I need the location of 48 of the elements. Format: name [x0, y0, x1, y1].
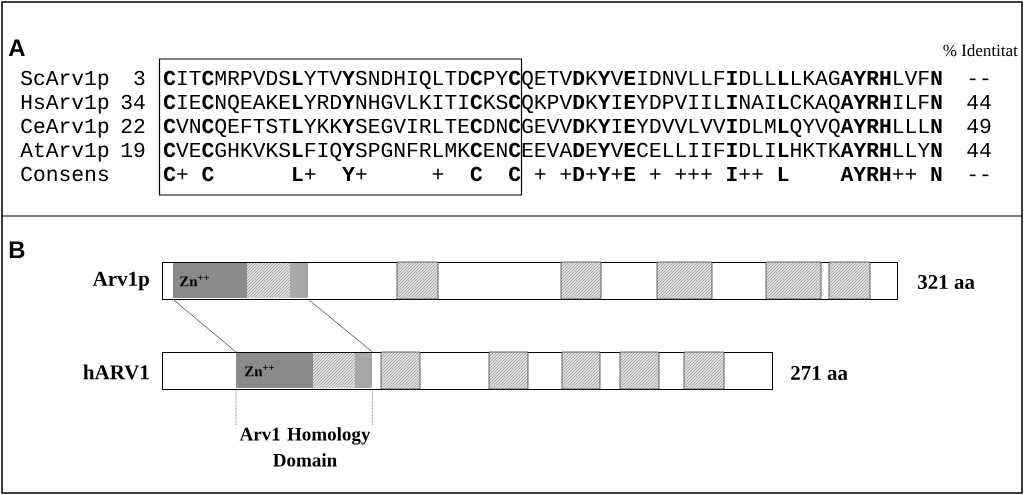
sequence-name: Consens — [21, 166, 108, 182]
sequence-text: CITCMRPVDSLYTVYSNDHIQLTDCPYCQETVDKYVEIDNVLLFIDLLLLKAGAYRHLVFN — [164, 70, 942, 90]
length-label: 321 aa — [918, 274, 975, 290]
identity-value: 49 — [967, 118, 991, 134]
identity-value: 44 — [967, 94, 991, 109]
leader-line — [235, 389, 237, 426]
sequence-name: AtArv1p — [20, 142, 109, 162]
consensus-residue: C — [470, 166, 483, 182]
panel-letter: A — [8, 39, 25, 56]
consensus-residue: + — [432, 168, 444, 180]
leader-line — [372, 389, 373, 426]
zinc-domain — [236, 353, 355, 388]
domain-caption: Arv1 Homology Domain — [239, 427, 371, 467]
zinc-domain: Zn$^{++}$ — [244, 353, 372, 388]
identity-value: -- — [969, 78, 989, 81]
consensus-residue: + — [650, 168, 661, 180]
sequence-text: CVECGHKVKSLFIQYSPGNFRLMKCENCEEVADEYVECELLIIFIDLILHKTKAYRHLLYN — [164, 142, 942, 162]
residue-number: 3 — [134, 70, 145, 86]
protein-name: Arv1p — [92, 271, 149, 291]
sequence-name: ScArv1p — [21, 70, 109, 90]
sequence-name: CeArv1p — [21, 118, 109, 138]
consensus-residue: Y+ — [342, 166, 367, 181]
consensus-residue: L — [778, 166, 789, 181]
identity-value: -- — [969, 174, 989, 177]
consensus-residue: N — [931, 166, 942, 181]
sequence-text: CIECNQEAKELYRDYNHGVLKITICKSCQKPVDKYIEYDPVIILINAILCKAQAYRHILFN — [164, 94, 942, 114]
consensus-residue: C+ — [164, 166, 188, 182]
zinc-domain — [173, 263, 290, 298]
sequence-text: CVNCQEFTSTLYKKYSEGVIRLTECDNCGEVVDKYIEYDVVLVVIDLMLQYVQAYRHLLLN — [164, 118, 942, 138]
residue-number: 22 — [121, 118, 145, 133]
identity-value: 44 — [967, 142, 991, 157]
consensus-residue: C — [202, 166, 214, 182]
consensus-residue: +++ — [675, 168, 712, 180]
residue-number: 34 — [121, 94, 145, 110]
sequence-name: HsArv1p — [21, 94, 109, 114]
length-label: 271 aa — [791, 365, 848, 381]
zinc-domain: Zn$^{++}$ — [179, 263, 308, 298]
panel-letter: B — [9, 241, 25, 258]
protein-name: hARV1 — [83, 364, 149, 380]
residue-number: 19 — [121, 142, 145, 158]
consensus-residue: +D+Y+E — [560, 166, 636, 181]
consensus-residue: AYRH++ — [840, 166, 916, 181]
consensus-residue: L+ — [293, 166, 316, 181]
connector-line — [172, 299, 237, 353]
consensus-residue: I++ — [727, 166, 763, 181]
consensus-residue: C — [509, 166, 521, 182]
consensus-residue: + — [535, 168, 546, 180]
column-header: % Identitat — [943, 44, 1018, 57]
